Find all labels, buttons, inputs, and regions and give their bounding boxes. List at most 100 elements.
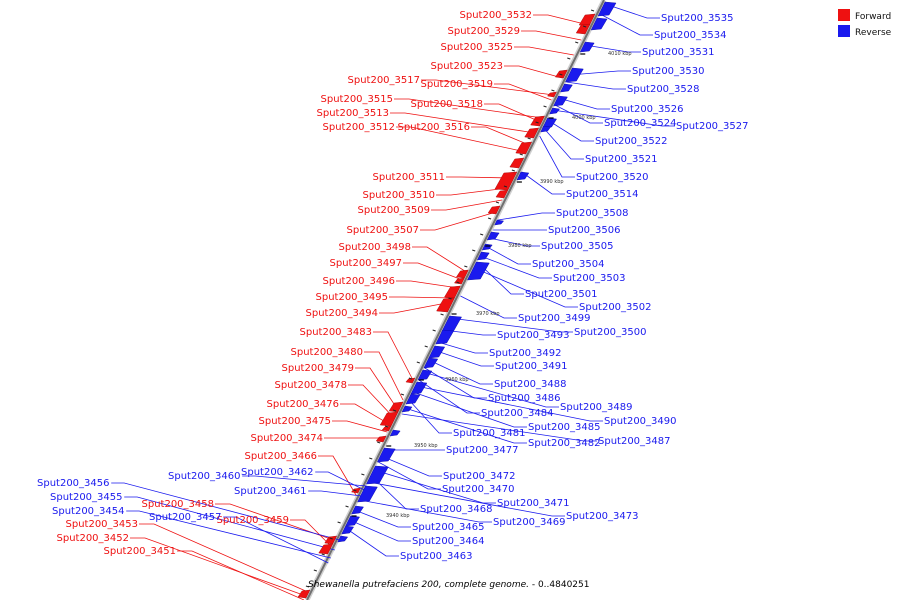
forward-gene-label: Sput200_3513 [317, 108, 390, 119]
reverse-gene-block [467, 261, 490, 281]
reverse-gene-label: Sput200_3455 [50, 492, 123, 503]
forward-gene-label: Sput200_3532 [460, 10, 533, 21]
scale-tick-label: 3950 kbp [414, 443, 438, 449]
forward-leader-line [373, 331, 414, 381]
reverse-gene-label: Sput200_3470 [442, 484, 515, 495]
reverse-leader-line [449, 317, 573, 333]
forward-leader-line [431, 199, 503, 211]
forward-gene-labels: Sput200_3532Sput200_3529Sput200_3525Sput… [57, 10, 533, 557]
reverse-gene-label: Sput200_3482 [528, 438, 601, 449]
forward-leader-line [436, 187, 508, 196]
reverse-gene-label: Sput200_3464 [412, 536, 485, 547]
minor-tick [305, 585, 310, 588]
minor-tick [400, 393, 405, 396]
minor-tick [551, 89, 555, 92]
reverse-leader-line [599, 13, 653, 36]
reverse-leader-line [498, 212, 555, 221]
forward-gene-label: Sput200_3475 [259, 416, 332, 427]
forward-gene-label: Sput200_3510 [363, 190, 436, 201]
forward-leader-line [389, 296, 454, 299]
minor-tick [377, 441, 381, 444]
reverse-gene-block [401, 405, 413, 413]
reverse-gene-label: Sput200_3501 [525, 289, 598, 300]
reverse-leader-line [415, 385, 603, 422]
minor-tick [567, 57, 571, 60]
reverse-gene-label: Sput200_3491 [495, 361, 568, 372]
legend-forward-swatch [838, 9, 850, 21]
forward-leader-line [139, 523, 309, 593]
forward-leader-line [215, 503, 334, 541]
forward-leader-line [394, 98, 543, 119]
reverse-gene-label: Sput200_3471 [497, 498, 570, 509]
reverse-leader-line [418, 379, 480, 414]
caption-range: - 0..4840251 [529, 580, 590, 590]
reverse-gene-label: Sput200_3487 [598, 436, 671, 447]
reverse-gene-label: Sput200_3465 [412, 522, 485, 533]
forward-gene-block [388, 401, 404, 413]
forward-gene-label: Sput200_3516 [398, 122, 471, 133]
reverse-gene-label: Sput200_3473 [566, 511, 639, 522]
reverse-gene-label: Sput200_3522 [595, 136, 668, 147]
minor-tick [464, 265, 468, 268]
forward-leader-line [396, 280, 459, 289]
reverse-gene-label: Sput200_3461 [234, 486, 307, 497]
minor-tick [408, 377, 413, 380]
legend-reverse-label: Reverse [855, 28, 892, 38]
reverse-gene-label: Sput200_3514 [566, 189, 639, 200]
minor-tick [361, 473, 365, 476]
reverse-gene-label: Sput200_3499 [518, 313, 591, 324]
forward-leader-line [504, 65, 563, 79]
reverse-leader-line [359, 499, 492, 523]
reverse-gene-block [542, 117, 557, 129]
reverse-leader-line [558, 97, 610, 110]
legend-forward-label: Forward [855, 12, 891, 22]
reverse-leader-line [480, 255, 552, 279]
legend: Forward Reverse [838, 9, 892, 38]
reverse-gene-block [494, 219, 504, 226]
reverse-leader-line [378, 461, 441, 490]
reverse-gene-label: Sput200_3527 [676, 121, 749, 132]
reverse-gene-block [476, 251, 490, 261]
reverse-gene-label: Sput200_3457 [149, 512, 222, 523]
forward-gene-label: Sput200_3511 [373, 172, 446, 183]
minor-tick [337, 521, 341, 524]
minor-tick [527, 137, 531, 140]
reverse-leader-line [428, 359, 493, 385]
reverse-leader-line [412, 391, 527, 428]
forward-leader-line [494, 83, 552, 101]
minor-tick [440, 313, 444, 316]
reverse-gene-block [376, 447, 396, 463]
reverse-gene-label: Sput200_3477 [446, 445, 519, 456]
reverse-leader-line [584, 44, 641, 53]
forward-gene-block [297, 589, 311, 599]
reverse-gene-block [341, 525, 354, 535]
forward-gene-label: Sput200_3452 [57, 533, 130, 544]
reverse-leader-line [223, 516, 329, 564]
reverse-leader-line [308, 490, 362, 497]
reverse-leader-line [433, 349, 494, 367]
forward-leader-line [364, 351, 404, 401]
scale-tick-label: 3960 kbp [445, 377, 469, 383]
forward-leader-line [484, 103, 541, 123]
reverse-leader-line [552, 109, 675, 127]
reverse-gene-block [579, 41, 595, 53]
forward-gene-label: Sput200_3474 [251, 433, 324, 444]
forward-gene-block [324, 535, 338, 545]
reverse-gene-label: Sput200_3503 [553, 273, 626, 284]
minor-tick [369, 457, 373, 460]
scale-tick-label: 3990 kbp [540, 179, 564, 185]
reverse-gene-block [357, 485, 378, 503]
minor-tick [495, 201, 500, 204]
reverse-gene-label: Sput200_3486 [488, 393, 561, 404]
reverse-leader-line [539, 135, 575, 178]
minor-tick [503, 185, 508, 188]
forward-gene-label: Sput200_3529 [448, 26, 521, 37]
minor-tick [392, 409, 397, 412]
scale-tick-label: 3980 kbp [508, 243, 532, 249]
forward-leader-line [446, 176, 513, 179]
minor-tick [582, 25, 587, 28]
minor-tick [329, 537, 333, 540]
forward-gene-label: Sput200_3478 [275, 380, 348, 391]
forward-gene-label: Sput200_3507 [347, 225, 420, 236]
